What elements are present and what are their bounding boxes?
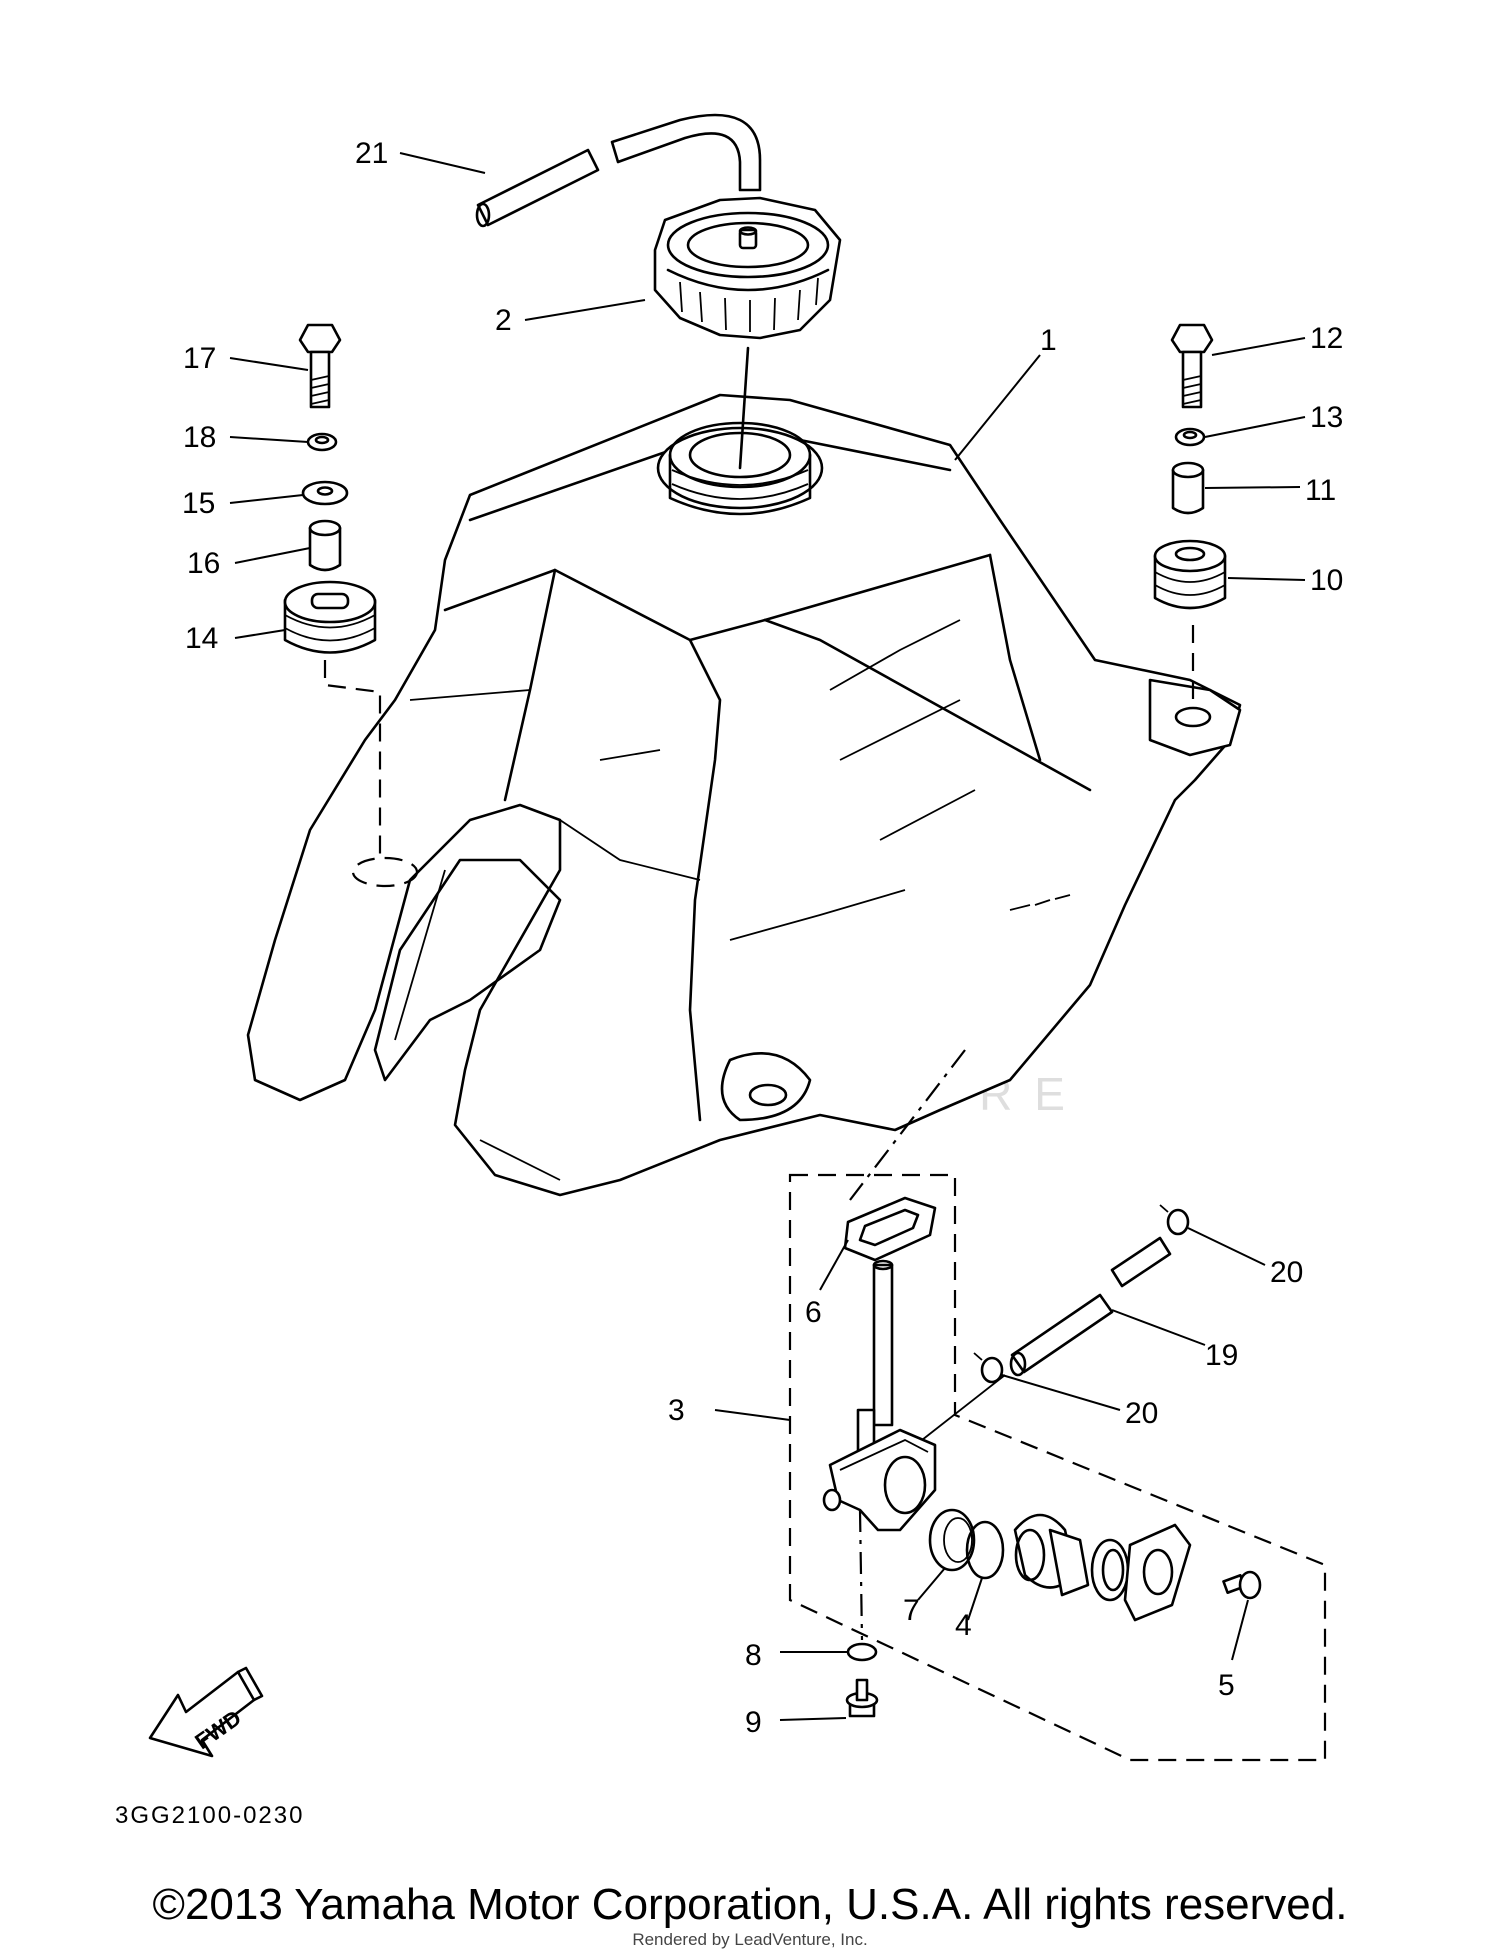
- fwd-arrow: FWD: [148, 1666, 264, 1758]
- callout-20-lower: 20: [1125, 1397, 1158, 1430]
- grommet-10: [1153, 539, 1227, 610]
- callout-14: 14: [185, 622, 218, 655]
- collar-11: [1171, 461, 1205, 515]
- fuel-tank: [246, 393, 1242, 1197]
- copyright-notice: ©2013 Yamaha Motor Corporation, U.S.A. A…: [152, 1880, 1348, 1929]
- collar-16: [308, 519, 342, 572]
- grommet-14: [283, 580, 377, 654]
- fuel-cock-body: [822, 1259, 937, 1532]
- callout-4: 4: [955, 1609, 972, 1642]
- clip-20-lower: [973, 1352, 1004, 1384]
- callout-17: 17: [183, 342, 216, 375]
- gasket-6: [843, 1196, 937, 1262]
- callout-10: 10: [1310, 564, 1343, 597]
- callout-16: 16: [187, 547, 220, 580]
- callout-2: 2: [495, 304, 512, 337]
- callout-6: 6: [805, 1296, 822, 1329]
- leader-lines: [229, 152, 1306, 1721]
- callout-13: 13: [1310, 401, 1343, 434]
- valve-gasket: [1090, 1538, 1130, 1602]
- filter-screen-7: [928, 1508, 976, 1572]
- fuel-cap: [653, 196, 842, 340]
- tank-to-cock-centerline: [849, 1049, 966, 1201]
- breather-hose: [475, 113, 762, 228]
- valve-lever: [1013, 1513, 1090, 1597]
- callout-11: 11: [1305, 474, 1336, 507]
- bolt-17: [298, 323, 342, 409]
- cover-plate: [1123, 1523, 1192, 1622]
- callout-20-upper: 20: [1270, 1256, 1303, 1289]
- callout-1: 1: [1040, 324, 1057, 357]
- callout-12: 12: [1310, 322, 1343, 355]
- callout-5: 5: [1218, 1669, 1235, 1702]
- o-ring-4: [965, 1520, 1005, 1580]
- callout-8: 8: [745, 1639, 762, 1672]
- clip-20-upper: [1159, 1204, 1190, 1236]
- drain-screw-9: [845, 1678, 879, 1718]
- fuel-cock-assembly-outline: [788, 1173, 1327, 1762]
- callout-15: 15: [182, 487, 215, 520]
- callout-9: 9: [745, 1706, 762, 1739]
- lock-washer-18: [306, 432, 338, 452]
- diagram-part-code: 3GG2100-0230: [115, 1802, 304, 1829]
- lock-washer-13: [1174, 427, 1206, 447]
- bolt-12: [1170, 323, 1214, 409]
- hose-to-cock-line: [921, 1374, 1006, 1441]
- left-mount-alignment: [323, 660, 382, 855]
- cap-to-neck-line: [738, 346, 750, 470]
- callout-19: 19: [1205, 1339, 1238, 1372]
- screw-5: [1222, 1570, 1262, 1600]
- callout-21: 21: [355, 137, 388, 170]
- callout-7: 7: [903, 1594, 920, 1627]
- fuel-hose-19: [1009, 1236, 1172, 1377]
- washer-15: [301, 480, 349, 506]
- drain-centerline: [858, 1509, 864, 1641]
- callout-18: 18: [183, 421, 216, 454]
- washer-8: [846, 1642, 878, 1662]
- callout-3: 3: [668, 1394, 685, 1427]
- rendered-by-credit: Rendered by LeadVenture, Inc.: [632, 1930, 868, 1949]
